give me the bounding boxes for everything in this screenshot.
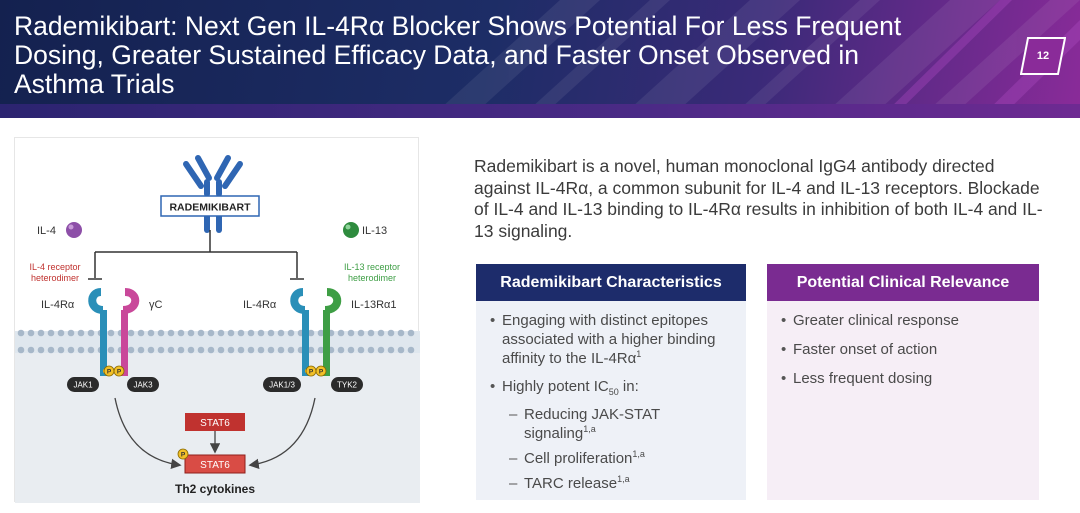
- stat6-top-label: STAT6: [200, 418, 230, 429]
- list-item: Greater clinical response: [781, 311, 1027, 330]
- phospho-p-icons: [103, 365, 327, 377]
- header-banner: Rademikibart: Next Gen IL-4Rα Blocker Sh…: [0, 0, 1080, 118]
- characteristics-heading: Rademikibart Characteristics: [476, 264, 746, 301]
- bullet-text: Engaging with distinct epitopes associat…: [502, 312, 716, 367]
- ic50-subscript: 50: [608, 387, 619, 397]
- il13-receptor-heterodimer-icon: [290, 288, 342, 376]
- il4-ball-icon: [66, 222, 82, 238]
- clinical-relevance-list: Greater clinical response Faster onset o…: [767, 301, 1039, 388]
- cell-membrane: [15, 329, 420, 354]
- header-stripes-decoration: [430, 0, 1080, 118]
- list-item: Less frequent dosing: [781, 369, 1027, 388]
- il4-receptor-heterodimer-icon: [88, 288, 140, 376]
- il13-label: IL-13: [362, 225, 387, 237]
- sub-item-text: Cell proliferation: [524, 450, 633, 467]
- p-badge-2: P: [117, 369, 122, 376]
- il4-label: IL-4: [37, 225, 56, 237]
- sub-list-item: Reducing JAK-STAT signaling1,a: [490, 405, 734, 443]
- il4ra-right-label: IL-4Rα: [243, 299, 277, 311]
- tyk2-label: TYK2: [337, 381, 358, 390]
- bullet-text: Highly potent IC: [502, 378, 609, 395]
- sub-item-text: Reducing JAK-STAT signaling: [524, 406, 660, 442]
- antibody-label-box: [160, 195, 260, 217]
- mechanism-diagram: RADEMIKIBART IL-4 IL-13 IL-4 receptor he…: [14, 137, 420, 503]
- stat6-phospho-icon: [177, 448, 189, 460]
- il4-heterodimer-line1: IL-4 receptor: [29, 262, 80, 272]
- il4ra-left-label: IL-4Rα: [41, 299, 75, 311]
- footnote-ref: 1,a: [632, 449, 645, 459]
- sub-list-item: TARC release1,a: [490, 474, 734, 493]
- rademikibart-antibody-icon: [183, 155, 243, 233]
- footnote-ref: 1: [636, 349, 642, 359]
- header-accent-bar: [0, 104, 1080, 118]
- inhibition-lines: [88, 230, 304, 280]
- p-badge-3: P: [309, 369, 314, 376]
- list-item: Engaging with distinct epitopes associat…: [490, 311, 734, 368]
- characteristics-list: Engaging with distinct epitopes associat…: [476, 301, 746, 493]
- il13-heterodimer-line2: heterodimer: [348, 273, 396, 283]
- p-badge-5: P: [181, 452, 186, 459]
- il4-ball-highlight: [68, 224, 74, 230]
- stat6-bottom-box: [184, 454, 246, 474]
- intro-paragraph: Rademikibart is a novel, human monoclona…: [474, 156, 1043, 241]
- il13-ball-icon: [343, 222, 359, 238]
- footnote-ref: 1,a: [617, 474, 630, 484]
- antibody-label: RADEMIKIBART: [169, 202, 251, 214]
- jak13-label: JAK1/3: [269, 381, 295, 390]
- stat6-top-box: [185, 413, 245, 431]
- il4-heterodimer-line2: heterodimer: [31, 273, 79, 283]
- p-badge-4: P: [319, 369, 324, 376]
- page-number-badge: 12: [1019, 36, 1067, 76]
- jak3-label: JAK3: [133, 381, 153, 390]
- sub-item-text: TARC release: [524, 475, 618, 492]
- il13-ball-highlight: [345, 224, 351, 230]
- page-title: Rademikibart: Next Gen IL-4Rα Blocker Sh…: [14, 11, 902, 99]
- sub-list-item: Cell proliferation1,a: [490, 449, 734, 468]
- mechanism-diagram-svg: RADEMIKIBART IL-4 IL-13 IL-4 receptor he…: [15, 155, 420, 503]
- il13ra1-label: IL-13Rα1: [351, 299, 397, 311]
- page-badge-shape: [1019, 37, 1067, 75]
- signaling-arrows: [114, 397, 316, 470]
- page-number: 12: [1036, 50, 1050, 62]
- p-badge-1: P: [107, 369, 112, 376]
- clinical-relevance-heading: Potential Clinical Relevance: [767, 264, 1039, 301]
- gamma-c-label: γC: [149, 299, 163, 311]
- list-item: Highly potent IC50 in:: [490, 377, 734, 397]
- jak-kinases: [67, 377, 363, 392]
- stat6-bottom-label: STAT6: [200, 460, 230, 471]
- footnote-ref: 1,a: [583, 424, 596, 434]
- il13-heterodimer-line1: IL-13 receptor: [344, 262, 400, 272]
- bullet-text-suffix: in:: [618, 378, 639, 395]
- list-item: Faster onset of action: [781, 340, 1027, 359]
- clinical-relevance-box: Potential Clinical Relevance Greater cli…: [767, 264, 1039, 500]
- jak1-label: JAK1: [73, 381, 93, 390]
- characteristics-box: Rademikibart Characteristics Engaging wi…: [476, 264, 746, 500]
- th2-cytokines-label: Th2 cytokines: [175, 482, 255, 496]
